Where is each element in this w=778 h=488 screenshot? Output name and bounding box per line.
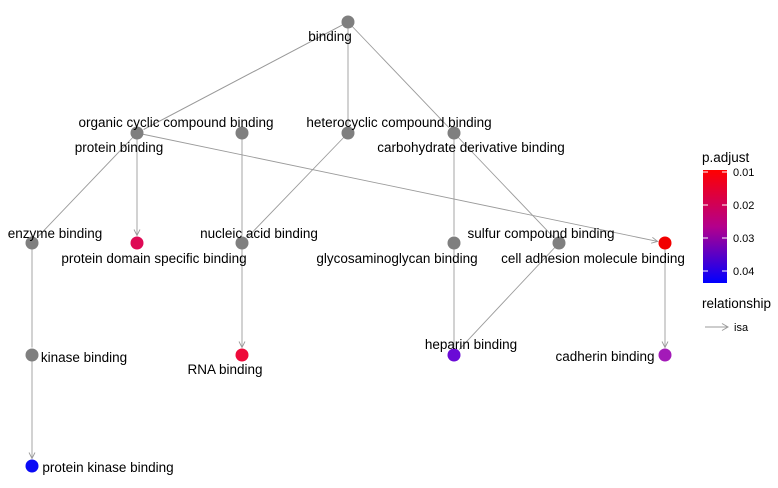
node-binding: [341, 15, 355, 29]
legend: p.adjust 0.01 0.02 0.03 0.04 relationshi…: [702, 150, 771, 334]
edge-protein-cam: [136, 132, 658, 242]
node-cam: [658, 236, 672, 250]
node-rna: [235, 348, 249, 362]
node-label-binding: binding: [308, 29, 352, 44]
node-label-pdsb: protein domain specific binding: [61, 251, 246, 266]
node-heparin: [447, 348, 461, 362]
edge-arrowhead-nucleic-rna: [238, 341, 246, 349]
node-label-cam: cell adhesion molecule binding: [501, 251, 685, 266]
node-label-heparin: heparin binding: [425, 337, 517, 352]
legend-isa-arrow-icon: [721, 323, 729, 331]
edge-sulfur-heparin: [458, 242, 560, 350]
edges-layer: [28, 21, 669, 460]
labels-layer: binding organic cyclic compound binding pr…: [8, 29, 685, 475]
node-pdsb: [130, 236, 144, 250]
node-enzyme: [25, 236, 39, 250]
node-glycos: [447, 236, 461, 250]
edge-arrowhead-protein-pdsb: [133, 229, 141, 237]
node-heterocyclic: [341, 126, 355, 140]
node-label-cadherin: cadherin binding: [555, 349, 654, 364]
legend-tick-label: 0.02: [733, 200, 754, 212]
node-pkb: [25, 459, 39, 473]
legend-color-title: p.adjust: [702, 150, 750, 165]
node-label-glycos: glycosaminoglycan binding: [316, 251, 477, 266]
node-label-nucleic: nucleic acid binding: [200, 226, 318, 241]
legend-colorbar: [703, 170, 727, 283]
legend-tick-label: 0.04: [733, 266, 754, 278]
legend-relationship-title: relationship: [702, 296, 771, 311]
node-label-organic: organic cyclic compound binding: [78, 115, 273, 130]
nodes-layer: [25, 15, 672, 473]
node-label-heterocyclic: heterocyclic compound binding: [306, 115, 491, 130]
edge-heterocyclic-nucleic: [246, 132, 349, 238]
edge-carbohydrate-sulfur: [453, 132, 555, 238]
node-cadherin: [658, 348, 672, 362]
node-carbohydrate: [447, 126, 461, 140]
node-sulfur: [552, 236, 566, 250]
edge-arrowhead-kinase-pkb: [28, 452, 36, 460]
node-label-kinase: kinase binding: [41, 350, 127, 365]
legend-ticks: [703, 171, 727, 272]
node-label-carbohydrate: carbohydrate derivative binding: [377, 140, 565, 155]
node-organic-cyclic-dot: [235, 126, 249, 140]
edge-arrowhead-cam-cadherin: [661, 341, 669, 349]
edge-binding-protein: [143, 21, 349, 130]
node-organic: [130, 126, 144, 140]
node-nucleic: [235, 236, 249, 250]
node-kinase: [25, 348, 39, 362]
legend-tick-label: 0.01: [733, 167, 754, 179]
legend-tick-label: 0.03: [733, 233, 754, 245]
node-label-protein: protein binding: [75, 140, 164, 155]
legend-isa-label: isa: [734, 322, 749, 334]
node-label-rna: RNA binding: [187, 362, 262, 377]
node-label-sulfur: sulfur compound binding: [467, 226, 614, 241]
edge-binding-carbohydrate: [347, 21, 450, 128]
edge-protein-enzyme: [36, 132, 138, 238]
node-label-enzyme: enzyme binding: [8, 226, 103, 241]
edge-arrowhead-protein-cam: [651, 236, 659, 244]
node-label-pkb: protein kinase binding: [42, 460, 173, 475]
